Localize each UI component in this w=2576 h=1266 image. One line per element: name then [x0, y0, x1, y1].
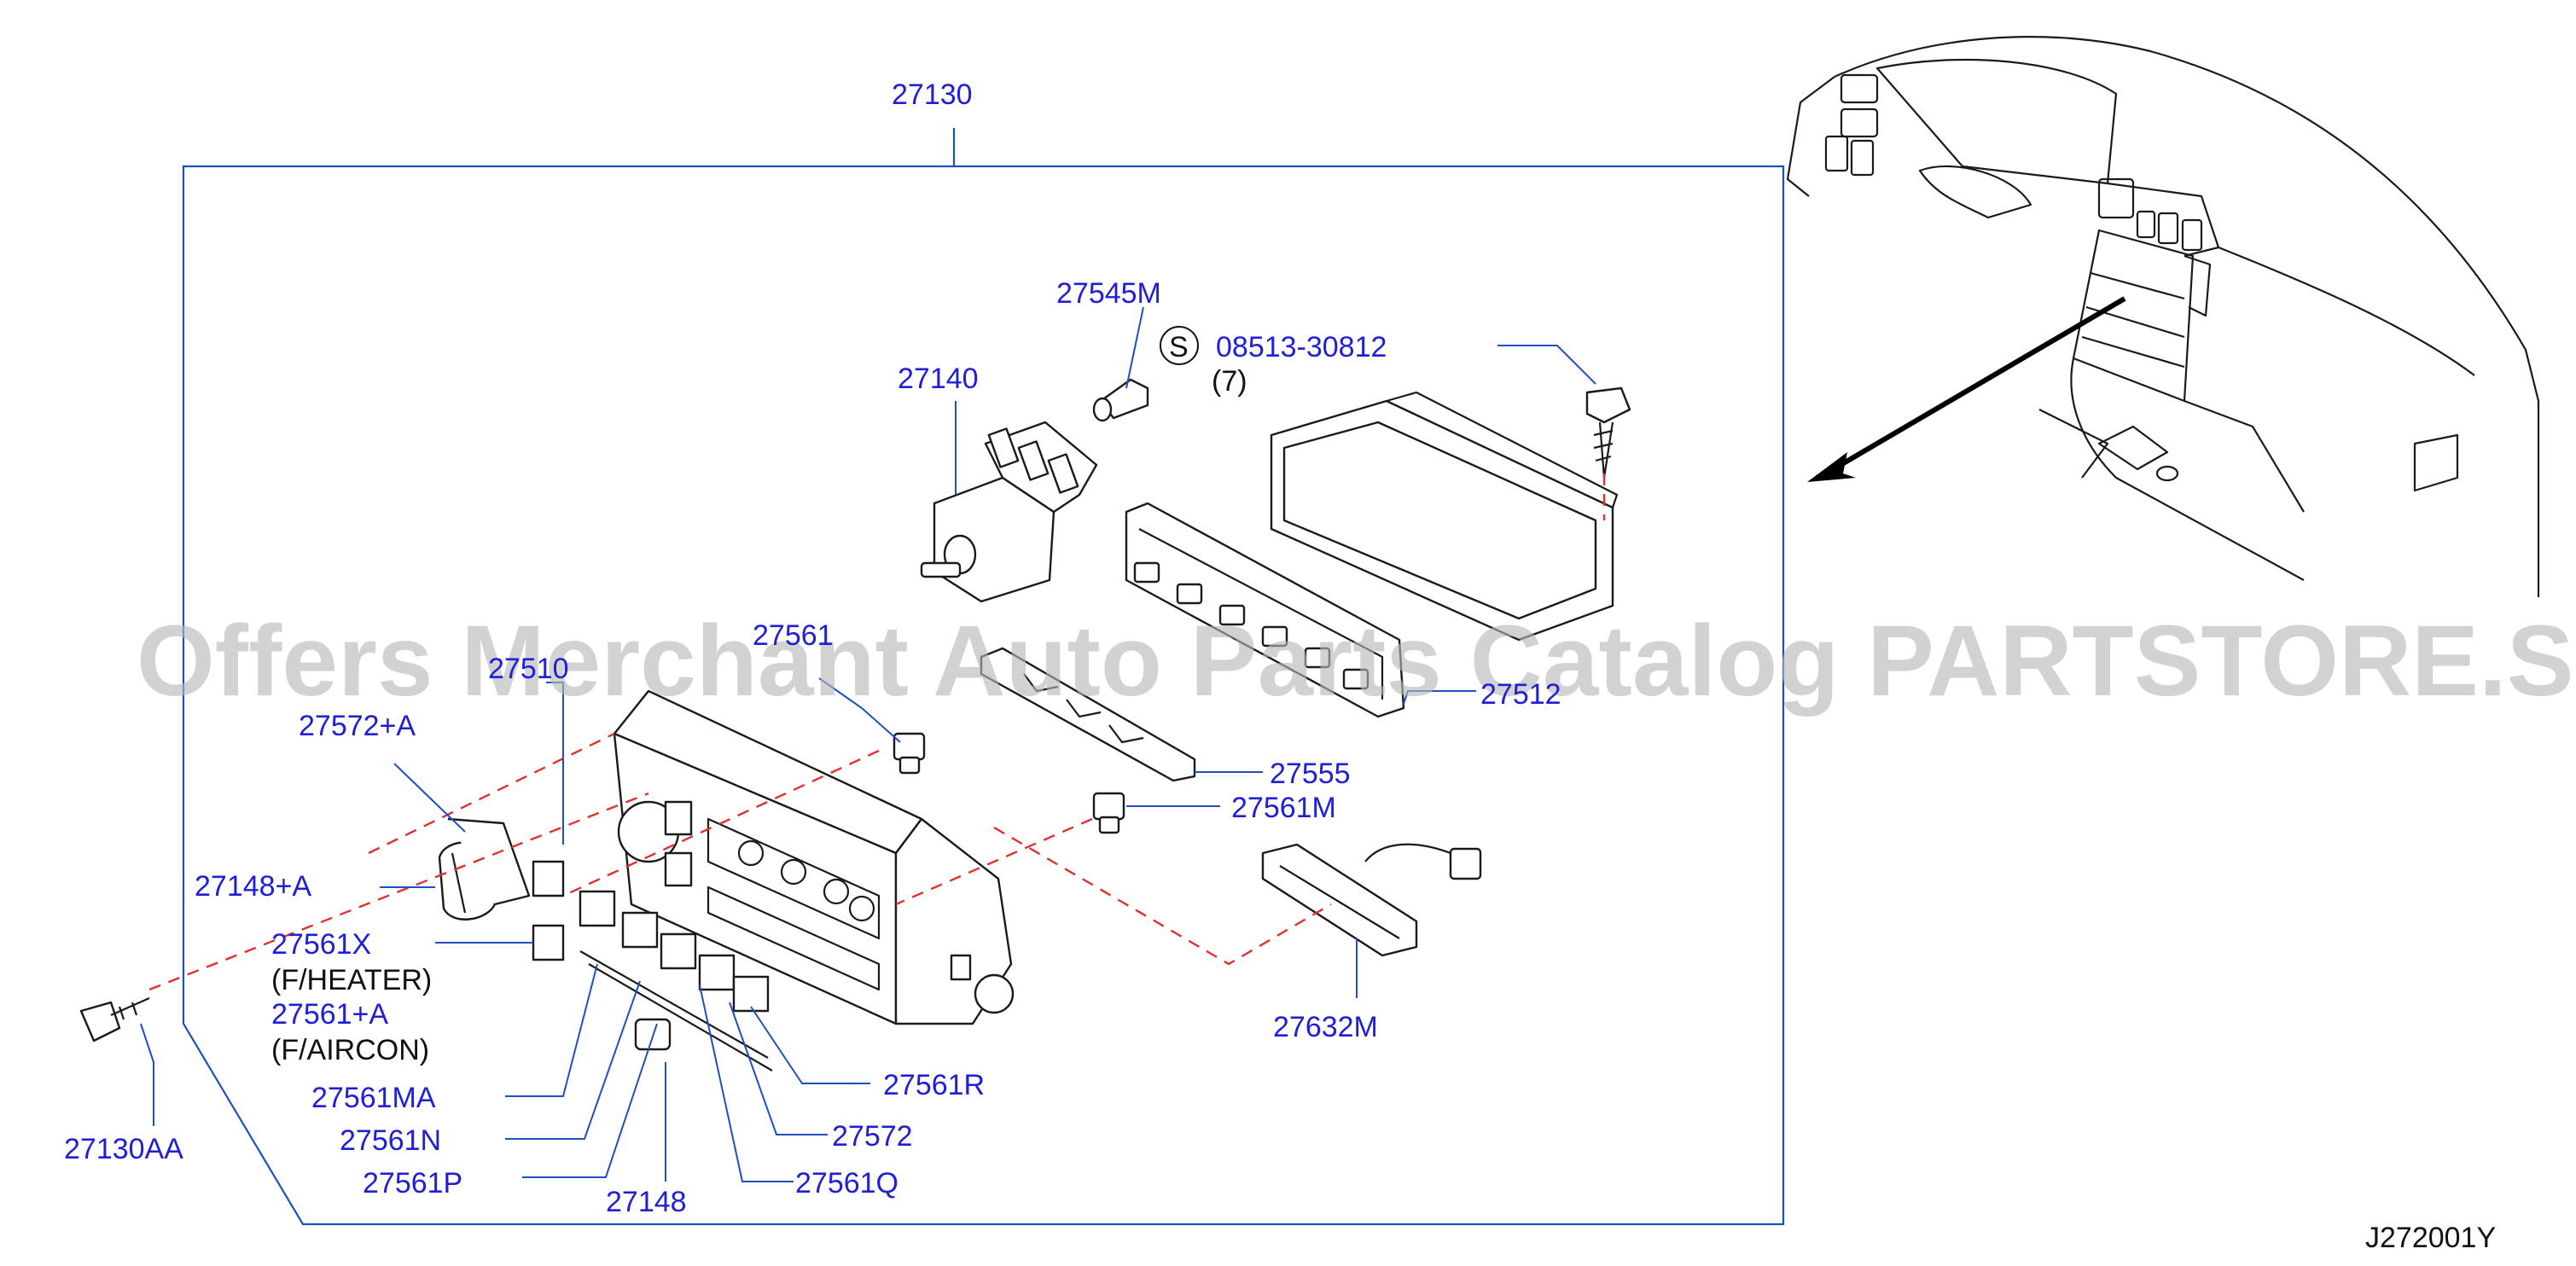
label-27561x: 27561X	[271, 928, 371, 961]
label-qty-7: (7)	[1212, 365, 1247, 398]
part-27148a-knob	[438, 817, 531, 920]
label-27561q: 27561Q	[795, 1167, 898, 1199]
label-27555: 27555	[1270, 758, 1351, 790]
label-27130aa: 27130AA	[64, 1133, 183, 1165]
part-control-unit	[613, 689, 1015, 1025]
part-27140-switch	[920, 421, 1098, 603]
part-labels: 27130 27545M S 08513-30812 (7) 27140 275…	[64, 78, 2496, 1254]
standard-part-symbol	[1160, 326, 1199, 365]
part-27130aa-screw	[79, 996, 150, 1042]
label-27130: 27130	[892, 78, 973, 111]
watermark-text: Offers Merchant Auto Parts Catalog PARTS…	[137, 605, 2576, 717]
label-27572: 27572	[832, 1120, 913, 1153]
part-27545m-bulb	[1092, 378, 1149, 422]
label-27561a: 27561+A	[271, 998, 388, 1031]
label-2751x: 27510	[488, 653, 569, 685]
part-27512-strip	[1125, 502, 1405, 718]
label-27512: 27512	[1480, 678, 1561, 711]
part-27561-socket	[893, 732, 926, 775]
label-27632m: 27632M	[1273, 1011, 1378, 1043]
part-27561m-socket	[1092, 792, 1125, 834]
label-27561n: 27561N	[340, 1124, 441, 1157]
part-08513-screw	[1585, 386, 1631, 479]
part-27555-holder	[980, 647, 1196, 782]
leader-lines	[140, 306, 1596, 1182]
diagram-code: J272001Y	[2365, 1222, 2496, 1254]
label-27561p: 27561P	[363, 1167, 462, 1199]
dashboard-location-sketch	[1786, 36, 2540, 597]
label-27148a: 27148+A	[195, 870, 311, 903]
label-27148: 27148	[606, 1186, 687, 1218]
label-27140: 27140	[898, 363, 979, 395]
label-27561ma: 27561MA	[311, 1082, 436, 1114]
label-f-heater: (F/HEATER)	[271, 964, 432, 996]
label-27561r: 27561R	[883, 1069, 985, 1101]
alignment-dashes	[148, 473, 1606, 991]
assembly-frame	[182, 128, 1785, 1226]
part-buttons	[532, 860, 773, 1071]
label-27545m: 27545M	[1056, 277, 1161, 310]
label-f-aircon: (F/AIRCON)	[271, 1034, 429, 1066]
part-bracket-box	[1270, 391, 1619, 642]
label-s-symbol: S	[1169, 331, 1189, 363]
label-08513-30812: 08513-30812	[1216, 331, 1387, 363]
label-27561: 27561	[753, 619, 834, 652]
label-27572a: 27572+A	[299, 710, 416, 742]
part-27632m-sensor	[1261, 843, 1482, 957]
label-27561m: 27561M	[1231, 792, 1336, 824]
